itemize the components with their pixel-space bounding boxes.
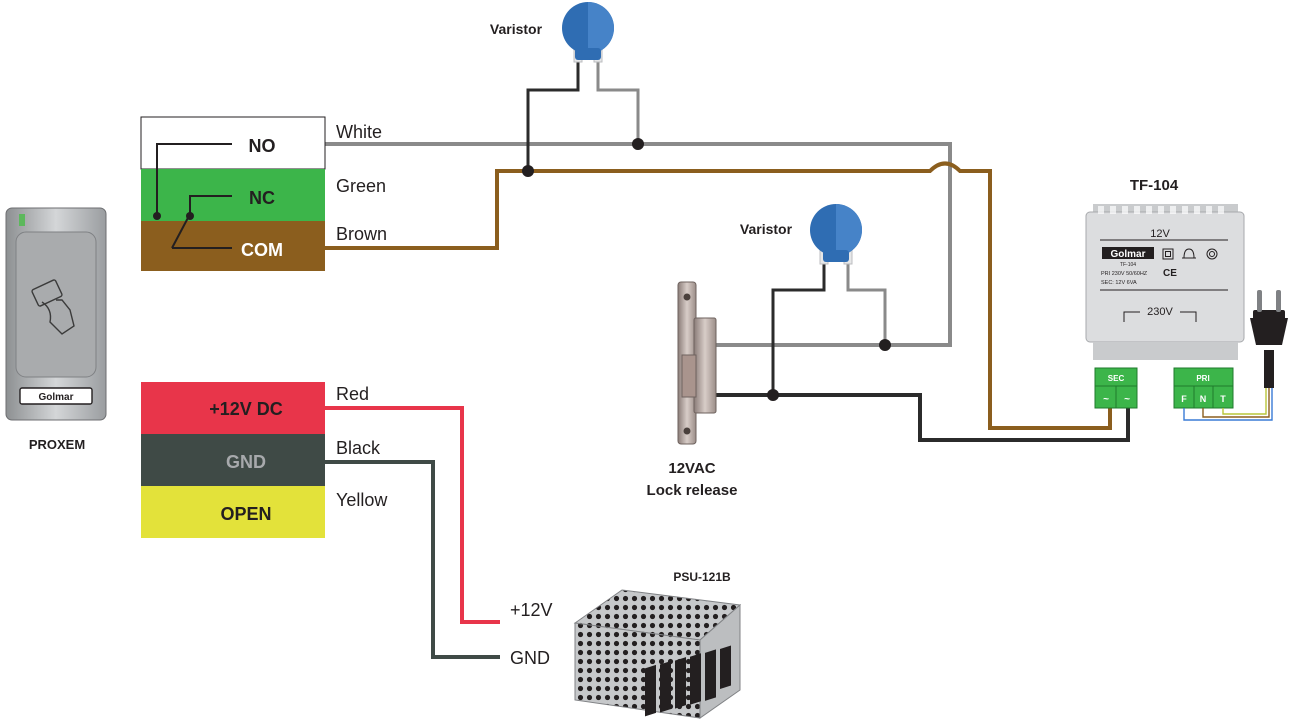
transformer-sec-spec: SEC: 12V 6VA	[1101, 280, 1137, 286]
com-terminal	[141, 221, 325, 271]
plus12-label: +12V DC	[209, 399, 283, 419]
yellow-wire-label: Yellow	[336, 490, 388, 510]
junction-dot	[767, 389, 779, 401]
transformer-pri-block: PRI F N T	[1173, 367, 1234, 409]
varistor-lock-lead-right	[846, 260, 887, 345]
power-terminal-block: +12V DC GND OPEN	[141, 382, 325, 538]
open-label: OPEN	[220, 504, 271, 524]
transformer-model: TF-104	[1130, 177, 1179, 194]
sec-pin1: ~	[1103, 394, 1109, 405]
transformer-ce: CE	[1163, 268, 1177, 279]
nc-terminal	[141, 169, 325, 221]
card-hand-icon	[31, 279, 75, 335]
nc-label: NC	[249, 188, 275, 208]
psu-121b	[573, 589, 742, 719]
varistor-top-lead-right	[596, 60, 640, 144]
proxem-reader: Golmar PROXEM	[5, 207, 107, 452]
varistor-top-label: Varistor	[490, 21, 543, 37]
sec-block-label: SEC	[1108, 374, 1125, 383]
junction-dot	[879, 339, 891, 351]
transformer-brand: Golmar	[1110, 249, 1145, 260]
varistor-lock	[810, 204, 862, 265]
black-wire-label: Black	[336, 438, 381, 458]
white-wire-label: White	[336, 122, 382, 142]
sec-pin2: ~	[1124, 394, 1130, 405]
plus12-terminal	[141, 382, 325, 434]
junction-dot	[522, 165, 534, 177]
transformer-out-label: 12V	[1150, 228, 1170, 240]
red-wire	[325, 406, 500, 624]
reader-brand: Golmar	[38, 392, 73, 403]
mains-plug	[1183, 290, 1288, 421]
brown-wire	[325, 161, 1112, 430]
no-label: NO	[249, 136, 276, 156]
relay-terminal-block: NO NC COM	[140, 116, 326, 271]
gnd-terminal	[141, 434, 325, 486]
varistor-lock-label: Varistor	[740, 221, 793, 237]
gnd-label: GND	[226, 452, 266, 472]
gnd-wire	[325, 460, 500, 659]
reader-label: PROXEM	[29, 437, 85, 452]
lock-label-line2: Lock release	[647, 482, 738, 499]
transformer-pri-spec: PRI 230V 50/60HZ	[1101, 271, 1148, 277]
varistor-lock-lead-left	[771, 260, 826, 395]
psu-plus-label: +12V	[510, 600, 553, 620]
transformer-tf104: 12V Golmar TF-104 PRI 230V 50/60HZ SEC: …	[1085, 204, 1245, 360]
com-label: COM	[241, 240, 283, 260]
red-wire-label: Red	[336, 384, 369, 404]
pri-block-label: PRI	[1196, 374, 1209, 383]
junction-dot	[632, 138, 644, 150]
psu-model: PSU-121B	[673, 570, 731, 584]
transformer-submodel: TF-104	[1120, 262, 1136, 268]
pri-pin-t: T	[1220, 394, 1226, 404]
lock-release	[677, 281, 717, 445]
psu-gnd-label: GND	[510, 648, 550, 668]
lock-label-line1: 12VAC	[668, 460, 715, 477]
open-terminal	[141, 486, 325, 538]
varistor-top-lead-left	[526, 60, 580, 171]
black-wire	[712, 393, 1130, 442]
varistor-top	[562, 2, 614, 63]
wires	[325, 60, 1130, 659]
green-wire-label: Green	[336, 176, 386, 196]
brown-wire-label: Brown	[336, 224, 387, 244]
pri-pin-n: N	[1200, 394, 1207, 404]
transformer-in-label: 230V	[1147, 306, 1173, 318]
transformer-sec-block: SEC ~ ~	[1094, 367, 1138, 409]
pri-pin-f: F	[1181, 394, 1187, 404]
